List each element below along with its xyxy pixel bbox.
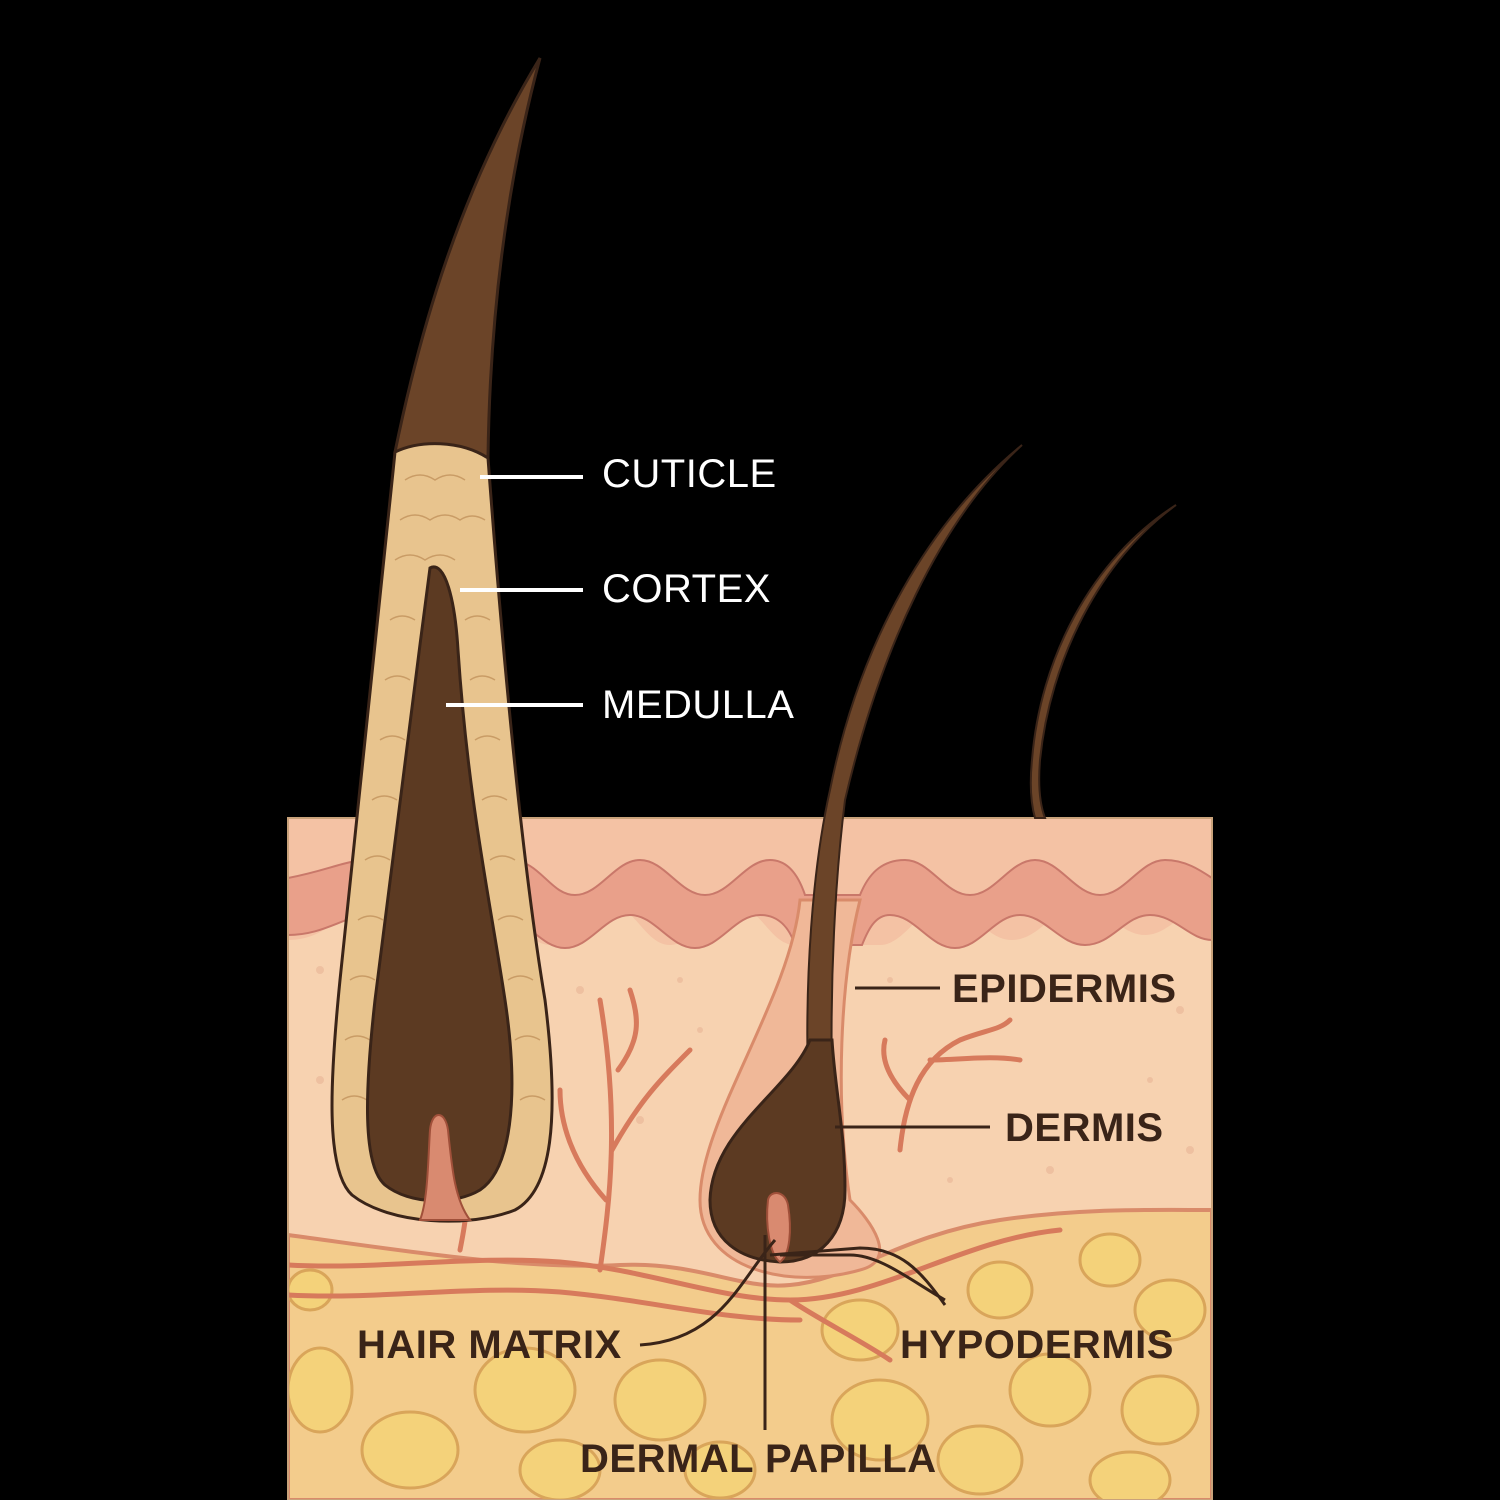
label-medulla: MEDULLA: [602, 683, 794, 727]
fat-cells: [288, 1232, 1207, 1500]
label-dermal-papilla: DERMAL PAPILLA: [580, 1437, 937, 1481]
dermis-texture: [316, 966, 1194, 1183]
label-dermis: DERMIS: [1005, 1106, 1164, 1150]
dermal-papilla-left: [418, 1114, 472, 1221]
label-cuticle: CUTICLE: [602, 452, 777, 496]
label-cortex: CORTEX: [602, 567, 771, 611]
large-hair-follicle: [330, 57, 554, 1223]
hair-tip: [393, 57, 542, 460]
cuticle-scales: [341, 474, 546, 1101]
medulla-core: [366, 565, 514, 1203]
leader-lines-light: [446, 475, 583, 707]
medium-hair-follicle: [698, 444, 1023, 1279]
skin-outline: [287, 817, 1213, 1500]
label-hair-matrix: HAIR MATRIX: [357, 1323, 622, 1367]
label-epidermis: EPIDERMIS: [952, 967, 1177, 1011]
small-hair: [1029, 504, 1177, 819]
label-hypodermis: HYPODERMIS: [900, 1323, 1174, 1367]
leader-lines-dark: [639, 986, 990, 1430]
